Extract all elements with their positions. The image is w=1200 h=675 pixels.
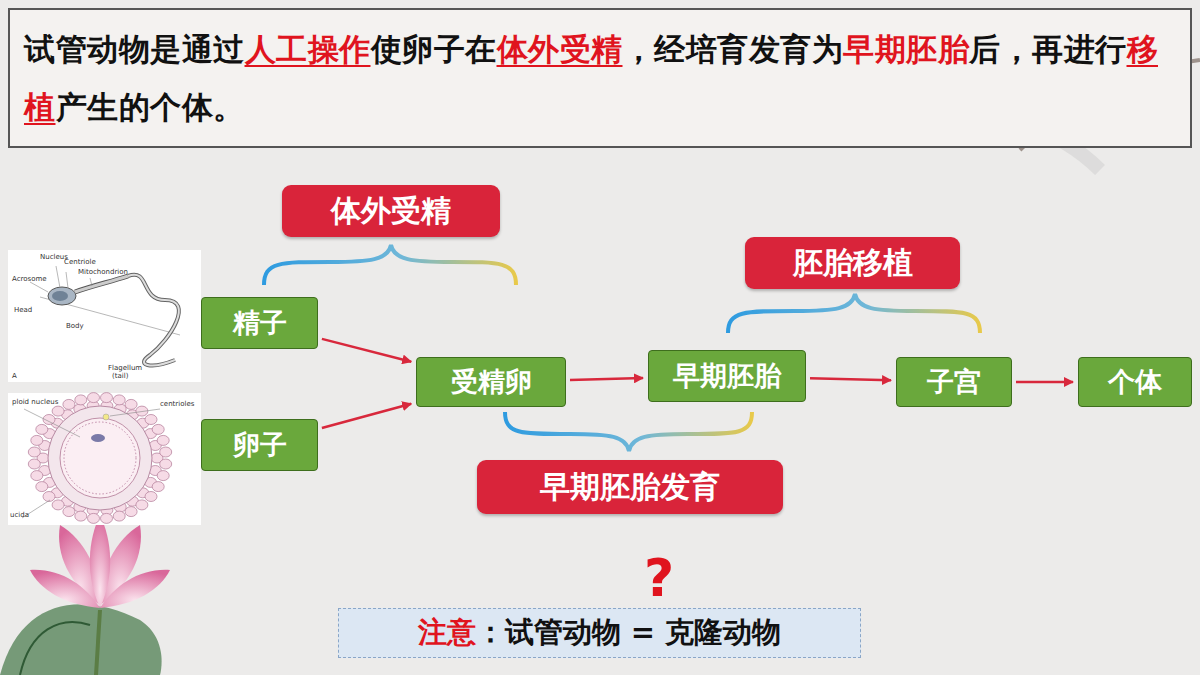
node-text: 胚胎移植 (793, 243, 913, 284)
callout-label: ucida (10, 511, 29, 520)
node-text: 个体 (1108, 364, 1162, 400)
process-box: 个体 (1078, 357, 1192, 407)
step-label: 体外受精 (282, 185, 500, 237)
arrow-connector (322, 404, 411, 428)
process-box: 精子 (201, 297, 318, 349)
node-text: 卵子 (233, 427, 287, 463)
process-box: 早期胚胎 (648, 350, 806, 402)
node-text: 注意：试管动物 = 克隆动物 (418, 613, 782, 653)
brace (264, 245, 516, 285)
arrow-connector (322, 339, 411, 362)
node-text: 早期胚胎发育 (540, 467, 720, 508)
callout-label: A (12, 372, 17, 381)
node-text: 体外受精 (331, 191, 451, 232)
note-box: 注意：试管动物 = 克隆动物 (338, 608, 861, 658)
lotus (0, 515, 170, 675)
node-text: 子宫 (927, 364, 981, 400)
question-mark: ? (644, 550, 674, 606)
callout-label: (tail) (112, 372, 128, 381)
callout-label: ploid nucleus (12, 398, 58, 407)
arrow-connector (810, 378, 891, 380)
node-text: 受精卵 (451, 364, 532, 400)
definition-box: 试管动物是通过人工操作使卵子在体外受精，经培育发育为早期胚胎后，再进行移植产生的… (8, 8, 1192, 148)
node-text: 精子 (233, 305, 287, 341)
process-box: 受精卵 (416, 357, 566, 407)
step-label: 胚胎移植 (745, 237, 960, 289)
callout-label: centrioles (160, 400, 194, 409)
node-text: 早期胚胎 (673, 358, 781, 394)
definition-text: 试管动物是通过人工操作使卵子在体外受精，经培育发育为早期胚胎后，再进行移植产生的… (24, 20, 1176, 136)
callout-label: Head (14, 306, 32, 315)
arrow-connector (1016, 381, 1073, 384)
egg-illustration (8, 393, 201, 525)
brace (505, 412, 752, 451)
callout-label: Centriole (64, 258, 96, 267)
brace (728, 294, 980, 333)
process-box: 子宫 (896, 357, 1012, 407)
callout-label: Mitochondrion (78, 268, 128, 277)
arrow-connector (570, 378, 643, 380)
step-label: 早期胚胎发育 (477, 460, 783, 514)
sperm-illustration (8, 250, 201, 382)
callout-label: Acrosome (12, 275, 47, 284)
callout-label: Flagellum (108, 364, 142, 373)
callout-label: Nucleus (40, 253, 68, 262)
process-box: 卵子 (201, 419, 318, 471)
callout-label: Body (66, 322, 84, 331)
